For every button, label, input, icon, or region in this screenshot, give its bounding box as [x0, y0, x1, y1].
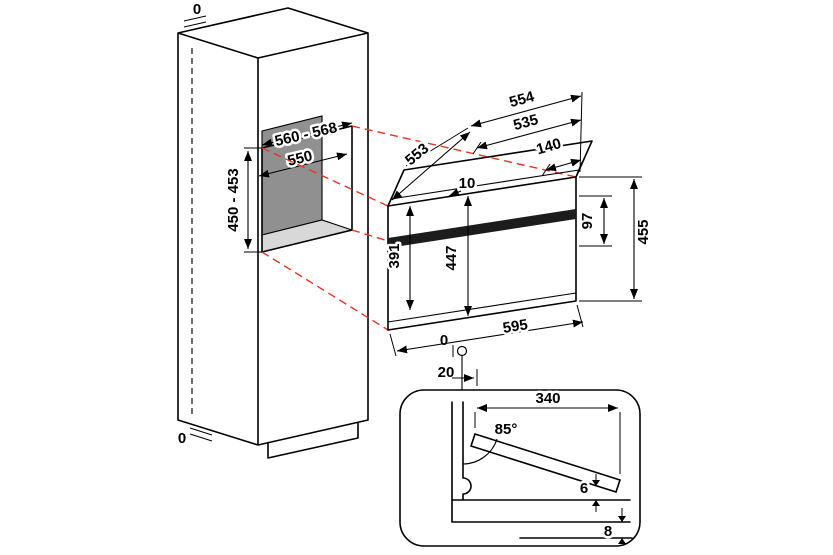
- projection-line-bottom-right: [351, 229, 389, 242]
- cabinet-top-gap-label: 0: [193, 1, 201, 18]
- dim-depth-front: 140: [532, 133, 583, 177]
- oven-control-band: [388, 209, 576, 248]
- extension-lines: [579, 195, 612, 247]
- dim-flush: 0: [440, 332, 454, 357]
- niche-height-label: 450 - 453: [225, 168, 242, 231]
- projection-line-top-left: [261, 147, 389, 207]
- bottom-clearance-label: 8: [604, 523, 612, 540]
- dim-bottom-clearance: 8: [601, 508, 626, 544]
- dim-width: 595: [389, 304, 584, 357]
- dim-line: [258, 152, 348, 178]
- front-protrusion-label: 10: [459, 175, 476, 192]
- projection-line-bottom-left: [261, 251, 389, 331]
- panel-height-label: 97: [579, 213, 596, 230]
- tip-clearance-label: 6: [580, 480, 588, 497]
- dim-niche-height: 450 - 453: [223, 147, 262, 253]
- arrowhead-down: [592, 480, 600, 486]
- extension-lines: [579, 176, 642, 302]
- front-clearance-label: 20: [438, 364, 455, 381]
- depth-front-label: 140: [534, 135, 563, 158]
- oven-front-face: [387, 176, 577, 331]
- oven: [387, 140, 593, 390]
- arrowhead-up: [592, 500, 600, 506]
- dim-door-length: 340: [474, 388, 621, 474]
- leader-arrow: [448, 188, 462, 197]
- door-detail-bubble: 85° 340 6 8: [399, 388, 641, 547]
- extension-lines: [405, 91, 583, 173]
- arrowhead-down: [618, 516, 626, 522]
- depth-total-label: 554: [508, 88, 537, 111]
- open-door-slab: [469, 432, 622, 494]
- extension-lines: [474, 412, 621, 474]
- extension-lines: [244, 147, 262, 253]
- dim-line: [391, 131, 471, 201]
- dim-depth-body: 535: [472, 109, 582, 155]
- front-height-label: 447: [443, 245, 460, 270]
- cabinet-bottom-gap-label: 0: [178, 430, 186, 447]
- door-pivot-marker: [456, 345, 468, 357]
- dim-line: [476, 118, 582, 150]
- dim-front-protrusion: 10: [448, 173, 478, 197]
- cabinet-bottom-gap-ticks: [189, 427, 213, 442]
- dim-line: [545, 158, 582, 172]
- dim-front-height: 447: [441, 196, 472, 316]
- dim-body-height: 391: [384, 206, 414, 310]
- dim-panel-height: 97: [577, 195, 612, 247]
- dim-line: [396, 319, 584, 354]
- width-label: 595: [502, 316, 529, 337]
- oven-door-bottom-seam: [387, 292, 577, 323]
- cabinet: 0 0: [177, 1, 369, 459]
- dim-front-clearance: 20: [438, 364, 478, 386]
- dim-total-height: 455: [579, 176, 655, 302]
- dim-depth-total: 554: [405, 86, 583, 173]
- oven-top-seam: [390, 169, 580, 200]
- oven-side-profile: [451, 401, 633, 539]
- depth-body-label: 535: [512, 111, 541, 134]
- body-height-label: 391: [386, 243, 403, 268]
- bubble-frame: [399, 389, 641, 547]
- flush-label: 0: [440, 332, 448, 349]
- door-length-label: 340: [535, 390, 560, 407]
- door-angle-arc: [462, 438, 498, 465]
- arrowhead-up: [618, 538, 626, 544]
- niche: 560 - 568 550 450 - 453: [223, 115, 354, 253]
- cabinet-plinth: [267, 422, 359, 459]
- projection-lines: [261, 125, 577, 331]
- door-angle-label: 85°: [495, 421, 518, 438]
- dim-line: [261, 121, 353, 147]
- top-depth-label: 553: [402, 140, 432, 169]
- extension-lines: [389, 304, 584, 357]
- cabinet-top-gap-ticks: [183, 15, 207, 28]
- dim-tip-clearance: 6: [577, 474, 600, 512]
- total-height-label: 455: [635, 219, 652, 244]
